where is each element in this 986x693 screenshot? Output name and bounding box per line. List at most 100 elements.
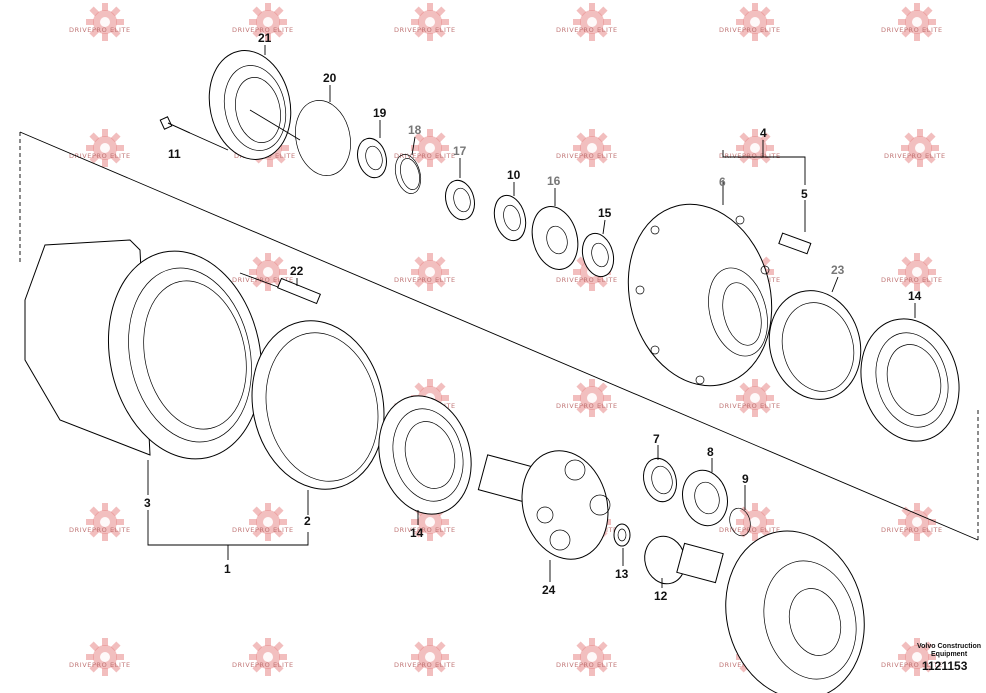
part-11-bolt[interactable]	[159, 116, 229, 151]
watermark-text: DRIVEPRO ELITE	[394, 26, 456, 34]
callout-13[interactable]: 13	[615, 567, 629, 581]
part-8-planet-gear[interactable]	[677, 465, 734, 530]
part-14-bearing-middle[interactable]	[366, 385, 484, 524]
part-24-planet-carrier[interactable]	[477, 441, 619, 569]
watermark-text: DRIVEPRO ELITE	[69, 661, 131, 669]
callout-9[interactable]: 9	[742, 472, 749, 486]
callout-14-right[interactable]: 14	[908, 289, 922, 303]
callout-15[interactable]: 15	[598, 206, 612, 220]
watermark-mark: DRIVEPRO ELITE	[881, 638, 942, 676]
leader-4-bracket	[722, 150, 806, 185]
watermark-text: DRIVEPRO ELITE	[232, 276, 294, 284]
callout-3[interactable]: 3	[144, 496, 151, 510]
watermark-text: DRIVEPRO ELITE	[881, 26, 943, 34]
watermark-mark: DRIVEPRO ELITE	[394, 3, 456, 41]
watermark-mark: DRIVEPRO ELITE	[556, 3, 617, 41]
watermark-text: DRIVEPRO ELITE	[394, 526, 456, 534]
watermark-text: DRIVEPRO ELITE	[556, 661, 618, 669]
watermark-mark: DRIVEPRO ELITE	[881, 503, 943, 541]
watermark-mark: DRIVEPRO ELITE	[556, 129, 618, 167]
part-final-gear[interactable]	[707, 515, 882, 693]
watermark-mark: DRIVEPRO ELITE	[719, 129, 780, 167]
axis-line	[19, 131, 979, 541]
watermark-text: DRIVEPRO ELITE	[232, 26, 294, 34]
callout-6[interactable]: 6	[719, 175, 726, 189]
part-20-gasket[interactable]	[289, 95, 358, 181]
watermark-text: DRIVEPRO ELITE	[881, 276, 943, 284]
watermark-mark: DRIVEPRO ELITE	[884, 129, 946, 167]
callout-10[interactable]: 10	[507, 168, 521, 182]
part-7-bearing[interactable]	[639, 455, 681, 506]
part-5-stud[interactable]	[778, 232, 812, 255]
part-9-circlip[interactable]	[727, 506, 754, 538]
callout-12[interactable]: 12	[654, 589, 668, 603]
watermark-mark: DRIVEPRO ELITE	[232, 253, 294, 291]
watermark-mark: DRIVEPRO ELITE	[69, 638, 131, 676]
part-19-nut[interactable]	[353, 135, 390, 181]
watermark-text: DRIVEPRO ELITE	[69, 26, 131, 34]
callout-7[interactable]: 7	[653, 432, 660, 446]
callout-22[interactable]: 22	[290, 264, 304, 278]
watermark-text: DRIVEPRO ELITE	[719, 26, 781, 34]
part-17-lock-plate[interactable]	[441, 177, 478, 223]
watermark-text: DRIVEPRO ELITE	[69, 526, 131, 534]
watermark-mark: DRIVEPRO ELITE	[232, 638, 294, 676]
callout-20[interactable]: 20	[323, 71, 337, 85]
watermark-text: DRIVEPRO ELITE	[556, 276, 618, 284]
watermark-text: DRIVEPRO ELITE	[394, 276, 456, 284]
watermark-mark: DRIVEPRO ELITE	[69, 129, 131, 167]
watermark-text: DRIVEPRO ELITE	[232, 661, 294, 669]
watermark-mark: DRIVEPRO ELITE	[394, 253, 456, 291]
watermark-mark: DRIVEPRO ELITE	[719, 3, 781, 41]
callout-23[interactable]: 23	[831, 263, 845, 277]
watermark-text: DRIVEPRO ELITE	[394, 661, 456, 669]
watermark-text: DRIVEPRO ELITE	[556, 152, 618, 160]
part-10-washer[interactable]	[490, 192, 531, 244]
callout-21[interactable]: 21	[258, 31, 272, 45]
part-3-housing[interactable]	[24, 237, 280, 474]
callout-24[interactable]: 24	[542, 583, 556, 597]
watermark-mark: DRIVEPRO ELITE	[881, 3, 943, 41]
watermark-mark: DRIVEPRO ELITE	[232, 503, 294, 541]
part-14-bearing-right[interactable]	[848, 308, 973, 453]
part-22-bolt[interactable]	[239, 272, 321, 305]
callout-11[interactable]: 11	[168, 147, 181, 161]
watermark-text: DRIVEPRO ELITE	[556, 402, 618, 410]
callout-4[interactable]: 4	[760, 126, 767, 140]
part-16-thrust-plate[interactable]	[525, 201, 584, 274]
watermark-text: DRIVEPRO ELITE	[69, 152, 131, 160]
callout-14-middle[interactable]: 14	[410, 526, 424, 540]
brand-line-1: Volvo Construction	[917, 643, 981, 650]
watermark-text: DRIVEPRO ELITE	[232, 526, 294, 534]
watermark-mark: DRIVEPRO ELITE	[394, 638, 456, 676]
callout-16[interactable]: 16	[547, 174, 561, 188]
callout-8[interactable]: 8	[707, 445, 714, 459]
watermark-mark: DRIVEPRO ELITE	[719, 379, 781, 417]
watermark-mark: DRIVEPRO ELITE	[556, 379, 618, 417]
watermark-text: DRIVEPRO ELITE	[884, 152, 946, 160]
part-15-washer[interactable]	[578, 230, 618, 280]
watermark-mark: DRIVEPRO ELITE	[556, 638, 618, 676]
part-13-washer[interactable]	[613, 523, 631, 547]
callout-19[interactable]: 19	[373, 106, 387, 120]
part-21-cover[interactable]	[199, 43, 301, 167]
part-2-ring-gear[interactable]	[237, 308, 400, 501]
watermark-mark: DRIVEPRO ELITE	[394, 503, 456, 541]
watermark-mark: DRIVEPRO ELITE	[556, 253, 618, 291]
part-18-ring[interactable]	[391, 152, 425, 197]
callout-5[interactable]: 5	[801, 187, 808, 201]
watermark-mark: DRIVEPRO ELITE	[394, 129, 455, 167]
part-12-sun-gear[interactable]	[639, 532, 724, 589]
reference-number: 1121153	[922, 659, 968, 673]
callout-17[interactable]: 17	[453, 144, 467, 158]
part-23-seal[interactable]	[757, 280, 872, 410]
watermark-text: DRIVEPRO ELITE	[719, 402, 781, 410]
brand-line-2: Equipment	[931, 651, 968, 658]
callout-1[interactable]: 1	[224, 562, 231, 576]
watermark-text: DRIVEPRO ELITE	[881, 526, 943, 534]
callout-18[interactable]: 18	[408, 123, 422, 137]
watermark-mark: DRIVEPRO ELITE	[69, 3, 131, 41]
callout-2[interactable]: 2	[304, 514, 311, 528]
part-6-hub[interactable]	[609, 188, 792, 402]
